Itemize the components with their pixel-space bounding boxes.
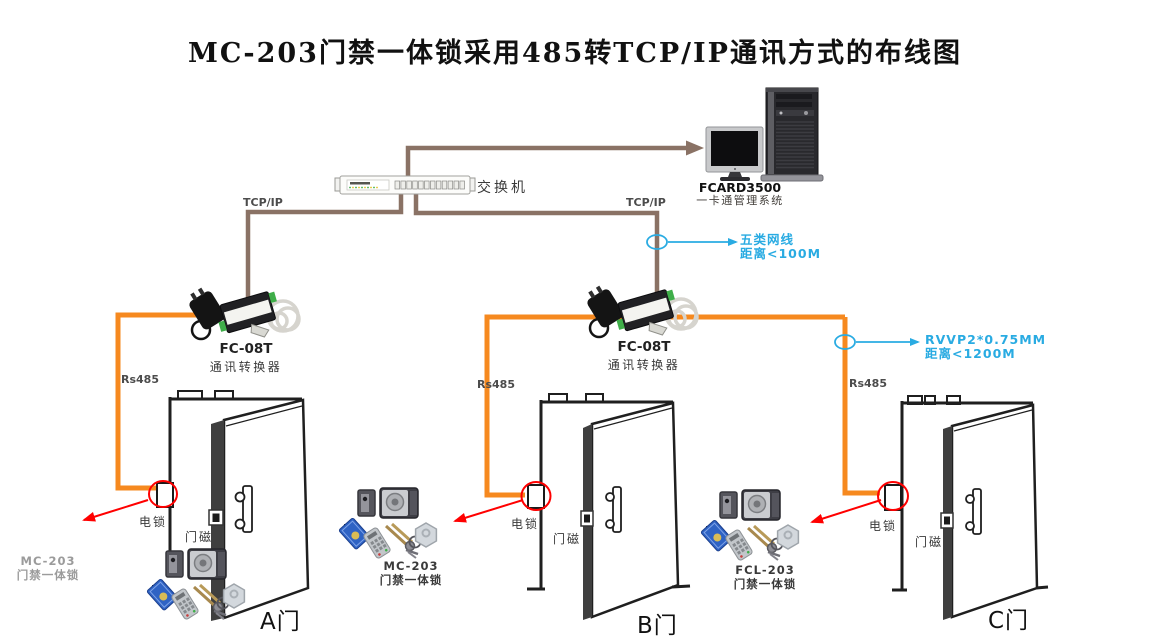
electric-lock-a xyxy=(156,482,174,508)
cat5-callout: 五类网线 距离<100M xyxy=(740,233,821,260)
converter-left-label: FC-08T 通讯转换器 xyxy=(185,341,307,375)
tcpip-arrow xyxy=(686,140,704,156)
converter-middle-label: FC-08T 通讯转换器 xyxy=(583,339,705,373)
kit-label-b: MC-203 门禁一体锁 xyxy=(368,559,454,587)
switch-label: 交换机 xyxy=(477,180,528,196)
kit-label-c: FCL-203 门禁一体锁 xyxy=(722,563,808,591)
rs485-label-a: Rs485 xyxy=(121,373,159,386)
kit-a-model: MC-203 xyxy=(20,554,76,568)
converter-middle-name: 通讯转换器 xyxy=(607,358,681,372)
sensor-label-a: 门磁 xyxy=(185,530,214,544)
server-model: FCARD3500 xyxy=(698,180,782,195)
rs485-label-b: Rs485 xyxy=(477,378,515,391)
tcpip-line-to-server xyxy=(405,145,688,178)
door-b xyxy=(527,393,691,620)
rvvp-callout-line2: 距离<1200M xyxy=(925,345,1016,361)
cat5-callout-line2: 距离<100M xyxy=(740,245,822,261)
page-title: MC-203门禁一体锁采用485转TCP/IP通讯方式的布线图 xyxy=(188,38,962,69)
kit-a-type: 门禁一体锁 xyxy=(16,567,80,582)
sensor-label-b: 门磁 xyxy=(553,532,582,546)
kit-c-model: FCL-203 xyxy=(735,563,795,577)
monitor-icon xyxy=(705,126,764,181)
sensor-label-c: 门磁 xyxy=(915,535,944,549)
lock-label-b: 电锁 xyxy=(511,517,540,531)
kit-b-model: MC-203 xyxy=(383,559,439,573)
lock-arrow-b xyxy=(453,499,524,523)
kit-c-type: 门禁一体锁 xyxy=(733,576,797,591)
switch-icon xyxy=(334,175,476,195)
converter-left-icon xyxy=(182,282,301,341)
electric-lock-b xyxy=(527,484,545,509)
door-c-name: C门 xyxy=(988,608,1030,634)
cat5-ellipse xyxy=(646,234,668,250)
rvvp-callout: RVVP2*0.75MM 距离<1200M xyxy=(925,333,1046,360)
lock-kit-b-icon xyxy=(337,486,438,561)
kit-label-a: MC-203 门禁一体锁 xyxy=(2,554,94,582)
server-system-name: 一卡通管理系统 xyxy=(696,194,784,207)
lock-circle-b xyxy=(520,481,552,511)
rs485-bus-c xyxy=(842,317,880,496)
lock-arrow-c xyxy=(810,499,882,524)
lock-kit-c-icon xyxy=(699,488,800,563)
rs485-label-c: Rs485 xyxy=(849,377,887,390)
electric-lock-c xyxy=(884,484,902,511)
rvvp-callout-line1: RVVP2*0.75MM xyxy=(925,332,1047,347)
converter-left-name: 通讯转换器 xyxy=(209,360,283,374)
tcpip-line-left xyxy=(245,193,404,305)
lock-circle-c xyxy=(877,481,909,511)
lock-arrow-a xyxy=(82,499,149,522)
converter-middle-model: FC-08T xyxy=(617,339,671,355)
tcpip-label-right: TCP/IP xyxy=(626,196,666,209)
door-a-name: A门 xyxy=(260,609,301,635)
converter-left-model: FC-08T xyxy=(219,341,273,357)
rs485-bus-a xyxy=(115,312,222,491)
kit-b-type: 门禁一体锁 xyxy=(379,572,443,587)
server-tower-icon xyxy=(760,87,824,182)
door-a xyxy=(168,390,310,621)
lock-label-a: 电锁 xyxy=(139,515,168,529)
door-c xyxy=(892,395,1049,620)
converter-middle-icon xyxy=(580,280,699,339)
tcpip-label-left: TCP/IP xyxy=(243,196,283,209)
rvvp-ellipse xyxy=(834,334,856,350)
lock-circle-a xyxy=(148,480,178,508)
cat5-callout-line1: 五类网线 xyxy=(740,232,795,247)
door-b-name: B门 xyxy=(637,613,678,639)
lock-label-c: 电锁 xyxy=(869,519,898,533)
tcpip-line-right xyxy=(413,193,660,305)
